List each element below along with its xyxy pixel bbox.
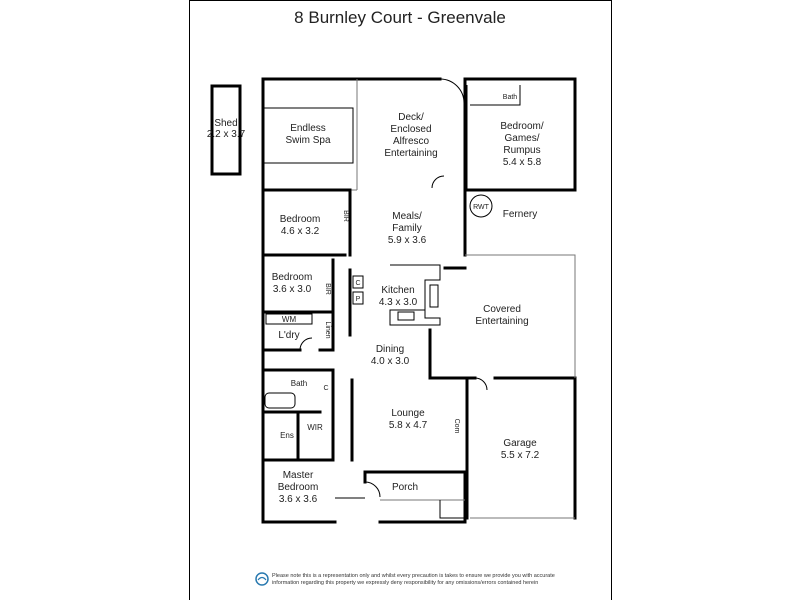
lounge-label: Lounge	[391, 408, 425, 419]
swim-spa-label-1: Endless	[290, 123, 326, 134]
swim-spa-outline	[262, 107, 354, 164]
bath-label: Bath	[291, 379, 307, 388]
bath-c-label: C	[323, 385, 328, 392]
ens-label: Ens	[280, 431, 294, 440]
kitchen-dim: 4.3 x 3.0	[379, 297, 418, 308]
swim-spa-label-2: Swim Spa	[285, 135, 330, 146]
pantry-p-label: P	[356, 296, 361, 303]
covered-label-1: Covered	[483, 304, 521, 315]
dining-dim: 4.0 x 3.0	[371, 356, 410, 367]
interior-walls	[261, 85, 521, 462]
dining-label: Dining	[376, 344, 404, 355]
deck-label-3: Alfresco	[393, 136, 430, 147]
garage-label: Garage	[503, 438, 537, 449]
disclaimer-line-1: Please note this is a representation onl…	[272, 573, 555, 579]
entry-steps	[335, 497, 465, 519]
lounge-dim: 5.8 x 4.7	[389, 420, 428, 431]
deck-label-1: Deck/	[398, 112, 424, 123]
bedroom1-dim: 4.6 x 3.2	[281, 226, 320, 237]
laundry-label: L'dry	[278, 330, 299, 341]
pantry-c-label: C	[355, 280, 360, 287]
door-swings	[299, 78, 488, 498]
bir2-label: BIR	[324, 283, 331, 295]
page-title: 8 Burnley Court - Greenvale	[294, 8, 506, 27]
bir1-label: BIR	[342, 210, 349, 222]
rumpus-label-3: Rumpus	[503, 145, 540, 156]
disclaimer-line-2: information regarding this property we e…	[272, 579, 539, 586]
frame-line-left	[189, 0, 190, 600]
linen-label: Linen	[324, 321, 331, 338]
fernery-label: Fernery	[503, 209, 537, 220]
kitchen-label: Kitchen	[381, 285, 414, 296]
bedroom2-dim: 3.6 x 3.0	[273, 284, 312, 295]
garage-dim: 5.5 x 7.2	[501, 450, 540, 461]
rwt-label: RWT	[473, 204, 490, 211]
master-label-1: Master	[283, 470, 314, 481]
bathtub	[264, 392, 296, 409]
com-label: Com	[453, 419, 460, 434]
disclaimer: Please note this is a representation onl…	[272, 573, 572, 586]
meals-label-1: Meals/	[392, 211, 422, 222]
covered-label-2: Entertaining	[475, 316, 528, 327]
frame-line-top	[189, 0, 612, 1]
pantry-c-box	[352, 275, 364, 289]
bedroom2-label: Bedroom	[272, 272, 313, 283]
wir-label: WIR	[307, 423, 323, 432]
rwt-tank	[469, 194, 493, 218]
porch-label: Porch	[392, 482, 418, 493]
company-logo-icon	[255, 572, 269, 586]
rumpus-dim: 5.4 x 5.8	[503, 157, 542, 168]
shed-dim: 2.2 x 3.7	[207, 129, 246, 140]
shed-label: Shed	[214, 118, 237, 129]
wm-box	[265, 313, 313, 325]
bedroom1-label: Bedroom	[280, 214, 321, 225]
meals-label-2: Family	[392, 223, 421, 234]
kitchen-bench	[389, 264, 441, 326]
pantry-p-box	[352, 291, 364, 305]
deck-label-2: Enclosed	[390, 124, 431, 135]
meals-dim: 5.9 x 3.6	[388, 235, 427, 246]
shed-outline	[210, 84, 242, 176]
rumpus-bath-label: Bath	[503, 94, 518, 101]
rumpus-label-1: Bedroom/	[500, 121, 544, 132]
frame-line-right	[611, 0, 612, 600]
rumpus-label-2: Games/	[504, 133, 539, 144]
wm-label: WM	[282, 315, 297, 324]
master-dim: 3.6 x 3.6	[279, 494, 318, 505]
deck-label-4: Entertaining	[384, 148, 437, 159]
master-label-2: Bedroom	[278, 482, 319, 493]
